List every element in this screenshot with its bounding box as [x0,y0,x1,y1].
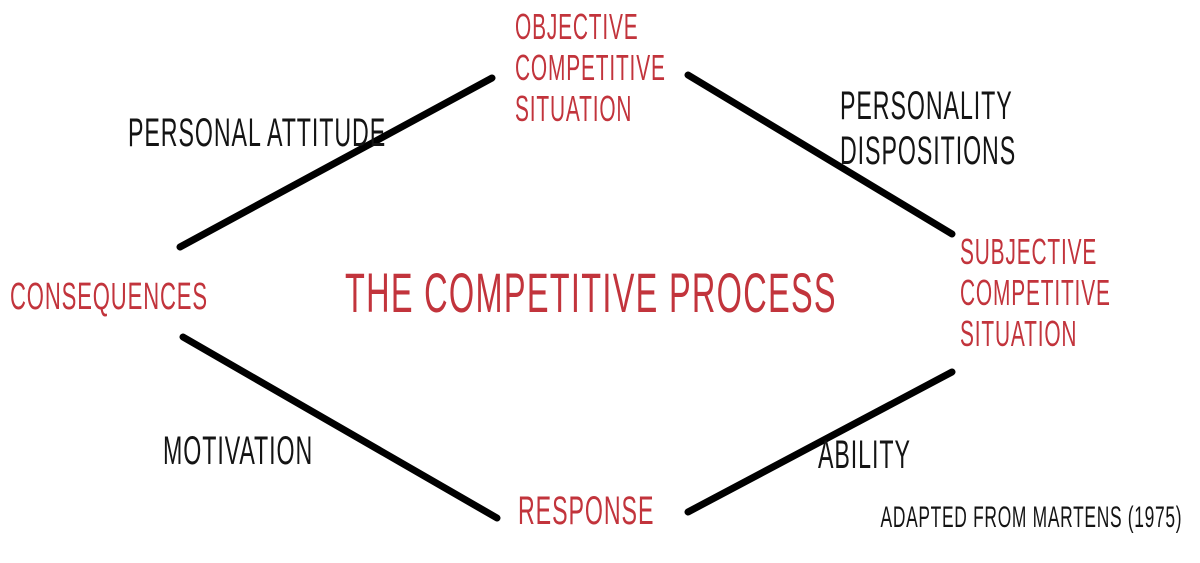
node-objective-line-3: SITUATION [515,88,633,129]
edge-label-personality-dispositions: PERSONALITY DISPOSITIONS [840,84,1016,174]
edge-line-objective-to-subjective [684,71,956,238]
node-subjective-line-3: SITUATION [960,313,1078,354]
node-objective-line-2: COMPETITIVE [515,47,666,88]
edge-line-response-to-consequences [179,333,501,522]
node-subjective-competitive-situation: SUBJECTIVE COMPETITIVE SITUATION [960,231,1111,354]
attribution-text: ADAPTED FROM MARTENS (1975) [880,501,1182,534]
edge-label-motivation: MOTIVATION [163,429,314,473]
edge-line-subjective-to-response [684,368,956,516]
edge-line-consequences-to-objective [176,74,496,251]
diagram-title: THE COMPETITIVE PROCESS [345,261,837,324]
edge-label-personality-dispositions-line-1: PERSONALITY [840,84,1013,128]
node-objective-line-1: OBJECTIVE [515,6,639,47]
edge-label-personality-dispositions-line-2: DISPOSITIONS [840,129,1017,173]
node-consequences: CONSEQUENCES [10,276,208,318]
node-subjective-line-1: SUBJECTIVE [960,231,1098,272]
node-objective-competitive-situation: OBJECTIVE COMPETITIVE SITUATION [515,6,666,129]
node-response: RESPONSE [518,489,655,533]
node-subjective-line-2: COMPETITIVE [960,272,1111,313]
edge-label-ability: ABILITY [818,433,911,477]
edge-label-personal-attitude: PERSONAL ATTITUDE [128,111,387,155]
